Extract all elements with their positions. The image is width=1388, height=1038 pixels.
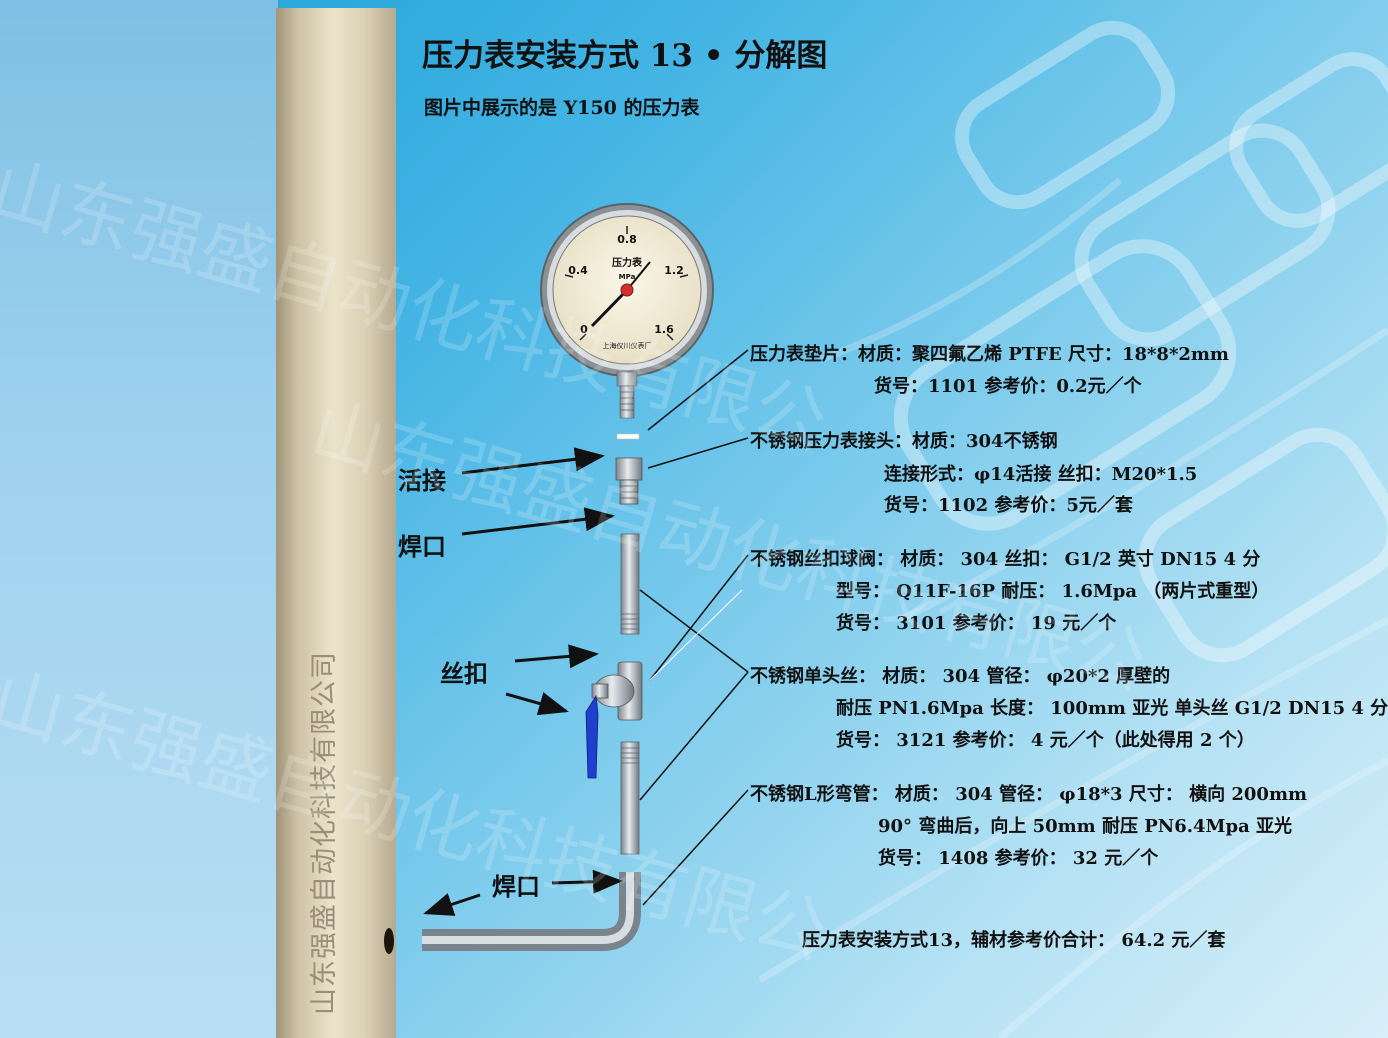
part-joint-line-2: 连接形式：φ14活接 丝扣：M20*1.5 (884, 464, 1198, 485)
arrow-weld-bottom-left (423, 893, 481, 916)
part-nipple-line-1: 不锈钢单头丝： 材质： 304 管径： φ20*2 厚壁的 (750, 666, 1171, 687)
label-weld-top: 焊口 (398, 533, 446, 561)
gauge-tick-0: 0 (580, 323, 588, 336)
union-joint (615, 457, 643, 505)
label-union: 活接 (398, 467, 446, 495)
gauge-maker: 上海仪川仪表厂 (603, 341, 652, 350)
left-background (0, 0, 278, 1038)
gauge-tick-1.2: 1.2 (664, 264, 684, 277)
pressure-gauge: 0 0.4 0.8 1.2 1.6 压力表 MPa 上海仪川仪表厂 (540, 203, 714, 419)
part-valve-line-2: 型号： Q11F-16P 耐压： 1.6Mpa （两片式重型） (836, 581, 1270, 602)
page-title: 压力表安装方式 13 • 分解图 (422, 38, 828, 74)
label-weld-bottom: 焊口 (492, 873, 540, 901)
threaded-nipple-upper (620, 533, 640, 635)
label-thread: 丝扣 (440, 660, 488, 688)
gauge-tick-1.6: 1.6 (654, 323, 674, 336)
part-gasket-line-1: 压力表垫片：材质：聚四氟乙烯 PTFE 尺寸：18*8*2mm (750, 344, 1229, 365)
part-valve-line-3: 货号： 3101 参考价： 19 元／个 (836, 613, 1117, 634)
arrow-weld-bottom-right (551, 869, 623, 894)
part-gasket-line-2: 货号：1101 参考价：0.2元／个 (874, 376, 1142, 397)
arrow-weld-top (461, 507, 615, 536)
gauge-name: 压力表 (612, 256, 643, 269)
part-nipple-line-2: 耐压 PN1.6Mpa 长度： 100mm 亚光 单头丝 G1/2 DN15 4… (836, 698, 1388, 719)
part-joint-line-3: 货号：1102 参考价：5元／套 (884, 495, 1133, 516)
page-subtitle: 图片中展示的是 Y150 的压力表 (424, 97, 700, 119)
part-nipple-line-3: 货号： 3121 参考价： 4 元／个（此处得用 2 个） (836, 730, 1255, 751)
part-elbow-line-3: 货号： 1408 参考价： 32 元／个 (878, 848, 1159, 869)
part-elbow-line-1: 不锈钢L形弯管： 材质： 304 管径： φ18*3 尺寸： 横向 200mm (750, 784, 1308, 805)
arrow-valve-handle (505, 692, 569, 716)
threaded-nipple-lower (620, 741, 640, 855)
ptfe-gasket (616, 433, 640, 440)
part-valve-line-1: 不锈钢丝扣球阀： 材质： 304 丝扣： G1/2 英寸 DN15 4 分 (750, 549, 1261, 570)
gauge-tick-0.8: 0.8 (617, 233, 637, 246)
part-joint-line-1: 不锈钢压力表接头：材质：304不锈钢 (750, 431, 1058, 452)
total-price: 压力表安装方式13，辅材参考价合计： 64.2 元／套 (802, 930, 1226, 951)
arrow-union (461, 447, 605, 475)
concrete-pillar (276, 8, 396, 1038)
ball-valve (585, 661, 643, 779)
pillar-hole (384, 928, 394, 954)
gauge-tick-0.4: 0.4 (568, 264, 588, 277)
gauge-unit: MPa (619, 273, 636, 281)
arrow-thread (514, 644, 599, 669)
part-elbow-line-2: 90° 弯曲后，向上 50mm 耐压 PN6.4Mpa 亚光 (878, 816, 1292, 837)
